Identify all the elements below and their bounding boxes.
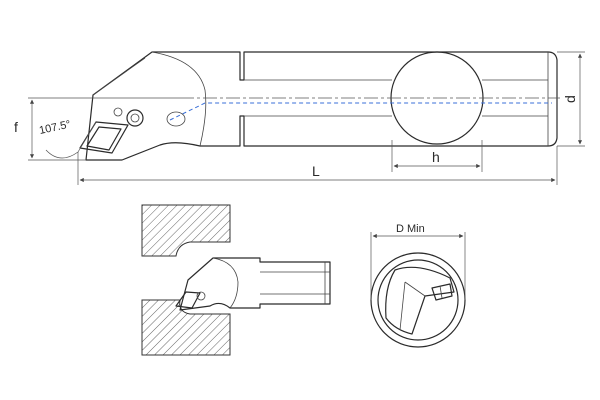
bar-body-outline (85, 51, 558, 161)
angle-label: 107.5° (38, 119, 72, 137)
small-screw (196, 291, 206, 301)
small-insert (175, 291, 201, 309)
head-face-line (92, 57, 146, 96)
section-view: D Min (370, 223, 466, 348)
section-line-2 (399, 281, 406, 331)
angle-ref-line (77, 121, 97, 153)
pin-hole (113, 107, 123, 117)
dim-L-label: L (312, 163, 320, 179)
section-insert-edge (439, 285, 443, 299)
clamp-screw (126, 109, 144, 127)
dim-h-label: h (432, 149, 440, 165)
insert-inner (86, 126, 122, 151)
workpiece-lower (141, 299, 231, 356)
head-contour (151, 51, 207, 147)
dim-d-label: d (562, 95, 578, 103)
dim-f-label: f (14, 119, 18, 135)
section-line-1 (404, 281, 426, 297)
small-bar-outline (179, 257, 331, 311)
main-view: 107.5° f d L h (14, 51, 585, 185)
section-insert (431, 283, 453, 301)
section-bar (385, 266, 455, 335)
small-bar-head-curve (212, 257, 239, 309)
bore-circle-inner (377, 259, 459, 341)
workpiece-upper (141, 204, 231, 257)
coolant-channel (169, 102, 552, 121)
angle-arc (45, 149, 79, 159)
clamp-screw-inner (130, 113, 140, 123)
coolant-outlet (166, 111, 186, 127)
workpiece-view (141, 204, 331, 356)
bore-circle-outer (370, 252, 466, 348)
dim-dmin-label: D Min (396, 223, 425, 235)
